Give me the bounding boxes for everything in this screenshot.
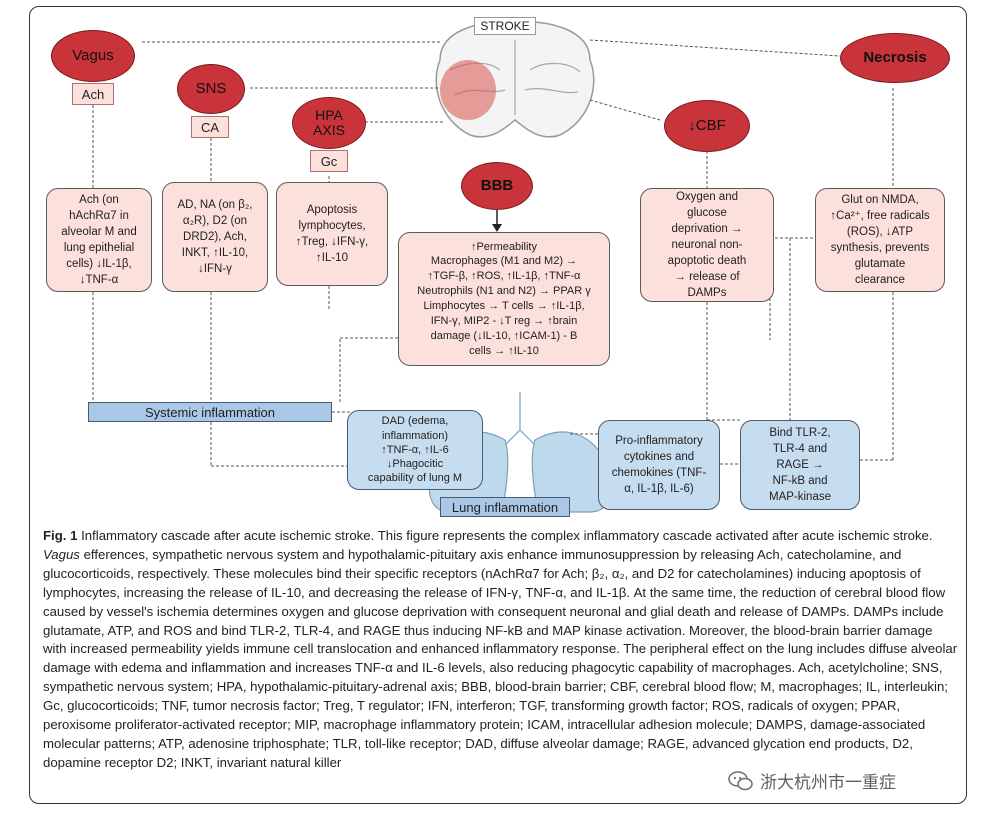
cbf-effects-box: Oxygen and glucose deprivation → neurona… — [640, 188, 774, 302]
watermark: 浙大杭州市一重症 — [728, 768, 896, 793]
caption-text-1: Inflammatory cascade after acute ischemi… — [77, 528, 933, 543]
watermark-text: 浙大杭州市一重症 — [760, 773, 896, 792]
figure-caption: Fig. 1 Inflammatory cascade after acute … — [43, 527, 958, 773]
cytokines-box: Pro-inflammatory cytokines and chemokine… — [598, 420, 720, 510]
sns-ellipse: SNS — [177, 64, 245, 114]
ach-tag: Ach — [72, 83, 114, 105]
dad-box: DAD (edema, inflammation) ↑TNF-α, ↑IL-6 … — [347, 410, 483, 490]
figure-label: Fig. 1 — [43, 528, 78, 543]
systemic-inflammation-bar: Systemic inflammation — [88, 402, 332, 422]
caption-vagus: Vagus — [43, 546, 80, 562]
cbf-ellipse: ↓CBF — [664, 100, 750, 152]
hpa-axis-ellipse: HPA AXIS — [292, 97, 366, 149]
necrosis-effects-box: Glut on NMDA, ↑Ca²⁺, free radicals (ROS)… — [815, 188, 945, 292]
tlr-box: Bind TLR-2, TLR-4 and RAGE → NF-kB and M… — [740, 420, 860, 510]
ca-tag: CA — [191, 116, 229, 138]
vagus-effects-box: Ach (on hAchRα7 in alveolar M and lung e… — [46, 188, 152, 292]
gc-tag: Gc — [310, 150, 348, 172]
brain-illustration — [435, 21, 595, 138]
necrosis-ellipse: Necrosis — [840, 33, 950, 83]
bbb-ellipse: BBB — [461, 162, 533, 210]
stroke-label: STROKE — [474, 17, 536, 35]
lung-inflammation-bar: Lung inflammation — [440, 497, 570, 517]
sns-effects-box: AD, NA (on β₂, α₂R), D2 (on DRD2), Ach, … — [162, 182, 268, 292]
wechat-icon — [728, 770, 753, 790]
vagus-ellipse: Vagus — [51, 30, 135, 82]
caption-text-2: efferences, sympathetic nervous system a… — [43, 546, 958, 770]
hpa-effects-box: Apoptosis lymphocytes, ↑Treg, ↓IFN-γ, ↑I… — [276, 182, 388, 286]
bbb-effects-box: ↑Permeability Macrophages (M1 and M2) → … — [398, 232, 610, 366]
